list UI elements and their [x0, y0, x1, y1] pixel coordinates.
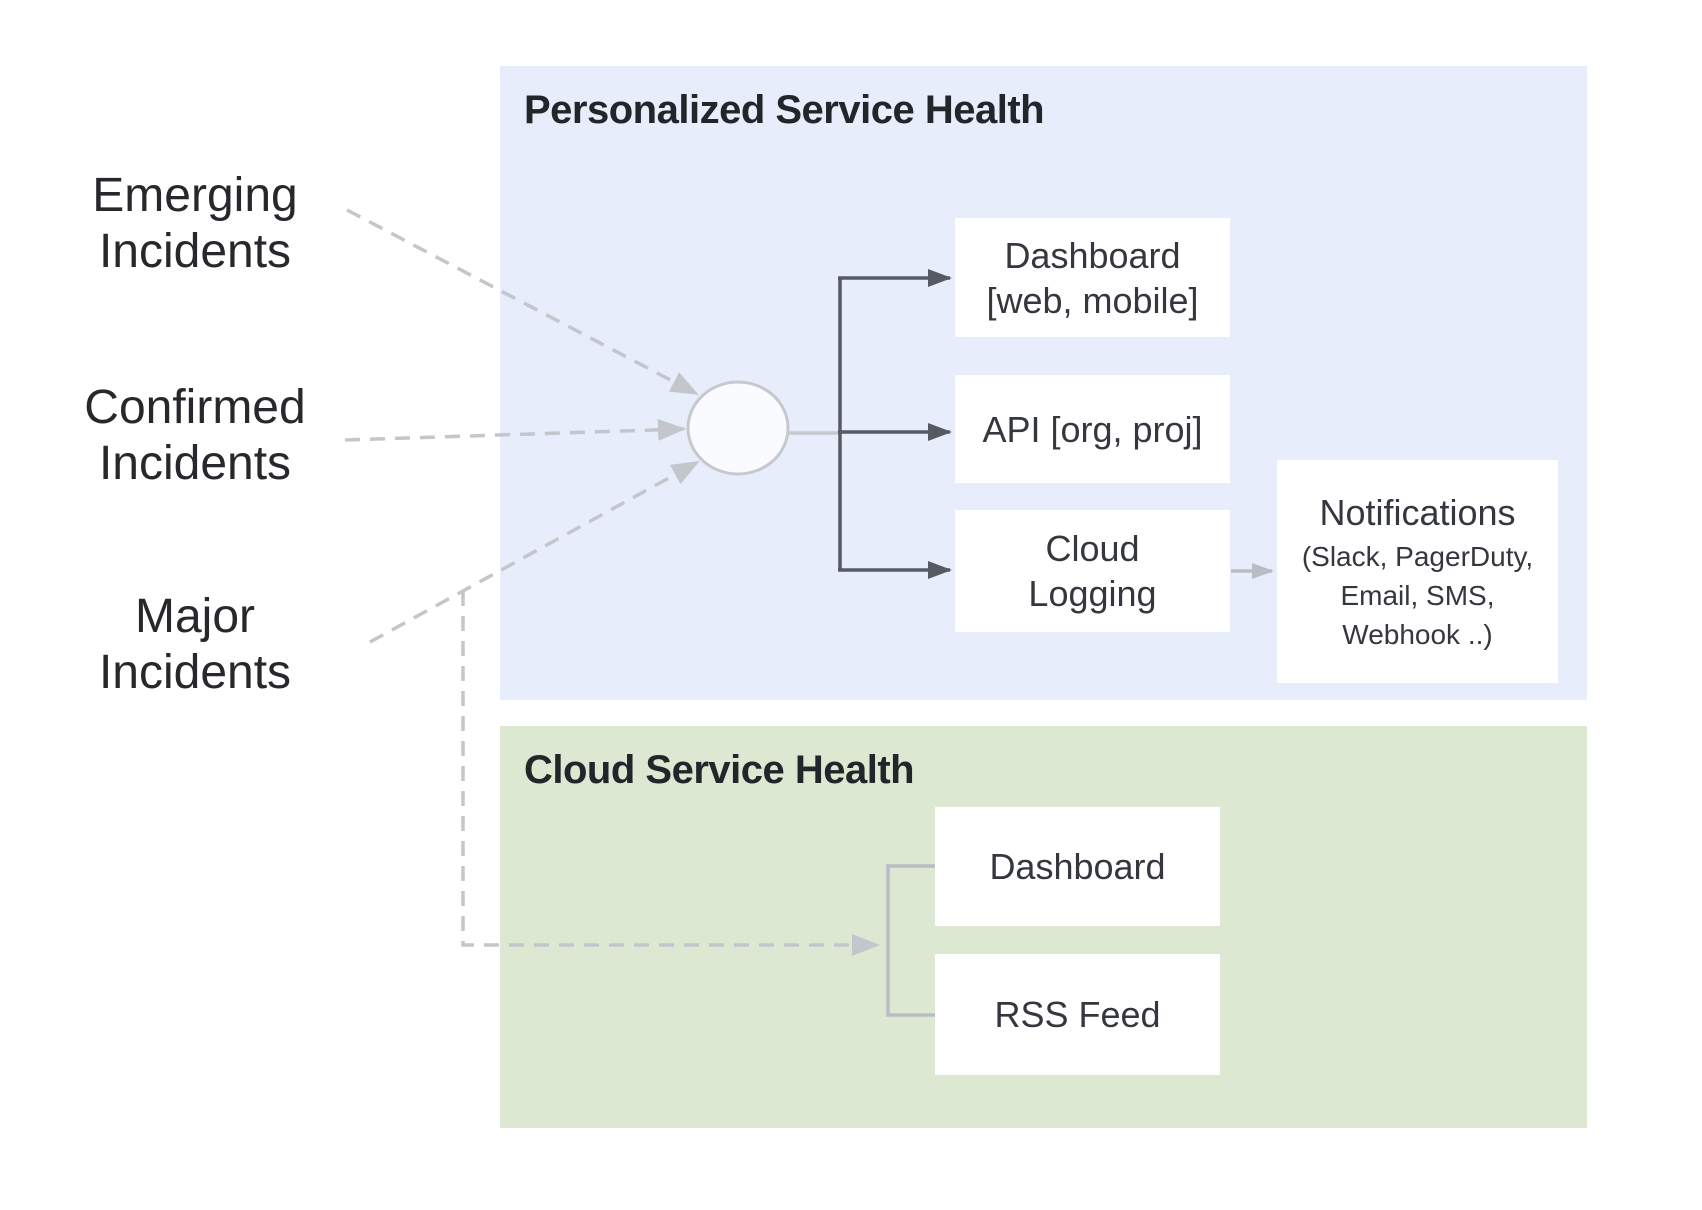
notifications-subline: Webhook ..) — [1342, 619, 1493, 650]
node-label-line: Cloud — [1045, 528, 1140, 569]
node-label-line: API [org, proj] — [982, 408, 1203, 450]
node-rss-feed: RSS Feed — [935, 954, 1220, 1075]
personalized-panel-title: Personalized Service Health — [524, 88, 1045, 132]
notifications-subline: Email, SMS, — [1340, 580, 1495, 611]
node-api-org-proj: API [org, proj] — [955, 375, 1230, 483]
node-label-line: Dashboard — [989, 846, 1166, 887]
notifications-subline: (Slack, PagerDuty, — [1301, 541, 1534, 572]
node-cloud-dashboard: Dashboard — [935, 807, 1220, 926]
label-line: Confirmed — [84, 381, 306, 434]
node-label-line: Dashboard — [1004, 234, 1181, 276]
node-dashboard-web-mobile: Dashboard [web, mobile] — [955, 218, 1230, 337]
label-major-incidents: Major Incidents — [40, 589, 350, 701]
label-emerging-incidents: Emerging Incidents — [40, 168, 350, 280]
label-line: Incidents — [98, 225, 292, 278]
node-label-line: Logging — [1028, 573, 1157, 614]
label-line: Incidents — [98, 646, 292, 699]
cloud-panel-title: Cloud Service Health — [524, 748, 915, 792]
node-label-line: RSS Feed — [994, 994, 1161, 1035]
notifications-title: Notifications — [1319, 492, 1516, 533]
label-line: Emerging — [92, 169, 298, 222]
label-line: Incidents — [98, 437, 292, 490]
node-notifications: Notifications (Slack, PagerDuty, Email, … — [1277, 460, 1558, 683]
label-confirmed-incidents: Confirmed Incidents — [40, 380, 350, 492]
label-line: Major — [134, 590, 256, 643]
node-cloud-logging: Cloud Logging — [955, 510, 1230, 632]
node-label-line: [web, mobile] — [986, 279, 1199, 321]
